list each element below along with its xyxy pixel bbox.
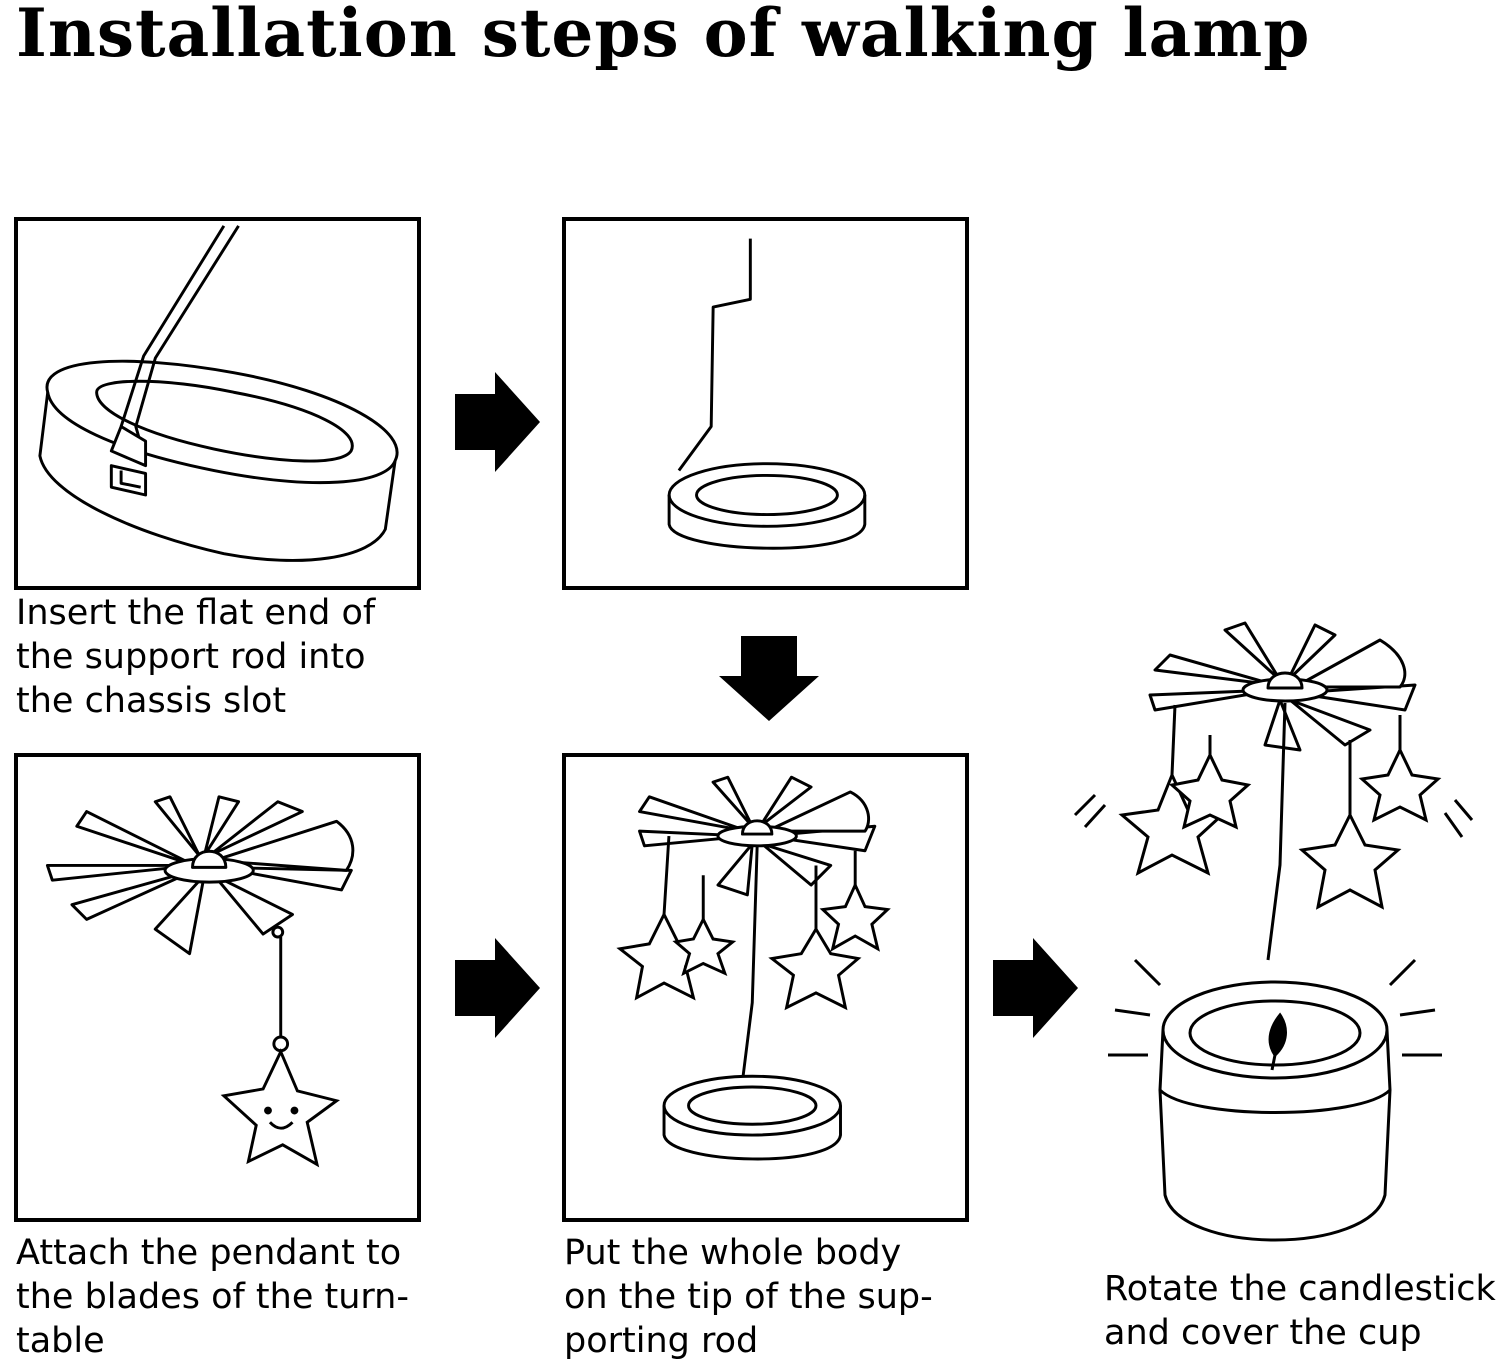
caption-line: the blades of the turn- <box>16 1277 409 1317</box>
page-title: Installation steps of walking lamp <box>16 0 1311 72</box>
step-2-caption: Attach the pendant to the blades of the … <box>16 1231 409 1363</box>
step-3-caption: Put the whole body on the tip of the sup… <box>564 1231 933 1363</box>
step-3-panel <box>562 753 969 1222</box>
caption-line: the support rod into <box>16 637 366 677</box>
caption-line: Insert the flat end of <box>16 593 376 633</box>
caption-line: and cover the cup <box>1104 1313 1422 1353</box>
assembled-lamp-illustration <box>616 775 891 1161</box>
arrow-down-icon <box>719 636 819 721</box>
caption-line: Rotate the candlestick <box>1104 1269 1496 1309</box>
arrow-right-icon <box>455 938 540 1038</box>
arrow-right-icon <box>993 938 1078 1038</box>
caption-line: on the tip of the sup- <box>564 1277 933 1317</box>
caption-line: table <box>16 1321 105 1361</box>
caption-line: porting rod <box>564 1321 759 1361</box>
step-rod-base-panel <box>562 217 969 590</box>
rod-base-illustration <box>667 238 867 550</box>
caption-line: Put the whole body <box>564 1233 902 1273</box>
step-1-panel <box>14 217 421 590</box>
step-1-caption: Insert the flat end of the support rod i… <box>16 591 375 723</box>
step-2-panel <box>14 753 421 1222</box>
turntable-pendant-illustration <box>45 795 355 1168</box>
rotating-lamp-illustration <box>1073 621 1474 1242</box>
arrow-right-icon <box>455 372 540 472</box>
caption-line: Attach the pendant to <box>16 1233 402 1273</box>
caption-line: the chassis slot <box>16 681 287 721</box>
step-4-caption: Rotate the candlestick and cover the cup <box>1104 1267 1496 1355</box>
chassis-rod-illustration <box>38 225 399 562</box>
